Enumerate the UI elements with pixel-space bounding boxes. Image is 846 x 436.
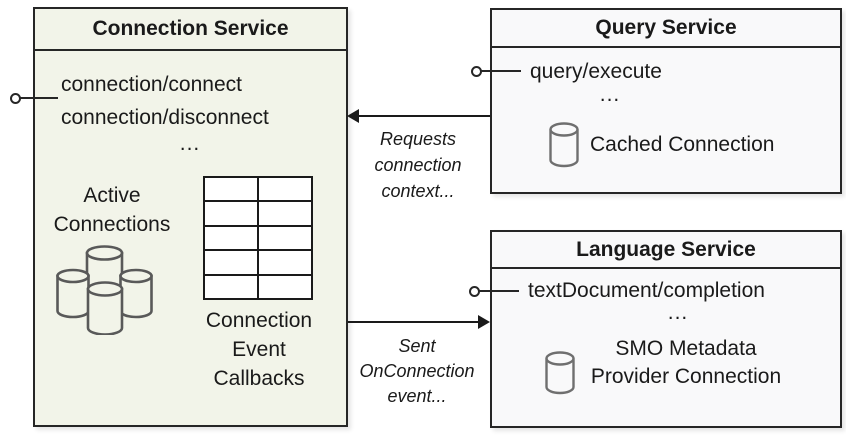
requests-arrow-line bbox=[357, 115, 490, 117]
cached-connection-label: Cached Connection bbox=[590, 133, 775, 156]
query-interface-line bbox=[481, 70, 521, 72]
connection-methods-ellipsis: ... bbox=[179, 132, 201, 155]
method-textdocument-completion: textDocument/completion bbox=[528, 279, 765, 302]
table-cell bbox=[259, 202, 311, 225]
sent-arrowhead-icon bbox=[478, 315, 490, 329]
table-cell bbox=[205, 275, 257, 298]
method-connection-disconnect: connection/disconnect bbox=[61, 106, 269, 129]
method-connection-connect: connection/connect bbox=[61, 73, 242, 96]
smo-metadata-label: SMO Metadata Provider Connection bbox=[590, 337, 782, 388]
requests-arrow-label: Requests connection context... bbox=[374, 129, 462, 201]
language-methods-ellipsis: ... bbox=[667, 301, 689, 324]
table-cell bbox=[205, 178, 257, 201]
active-connections-label: Active Connections bbox=[53, 184, 171, 236]
connection-methods: connection/connect connection/disconnect bbox=[61, 68, 269, 134]
smo-metadata-db-icon bbox=[545, 351, 575, 395]
query-methods-ellipsis: ... bbox=[599, 83, 621, 106]
table-cell bbox=[259, 226, 311, 250]
connection-service-box: Connection Service connection/connect co… bbox=[33, 7, 348, 427]
requests-arrowhead-icon bbox=[347, 109, 359, 123]
language-service-box: Language Service textDocument/completion… bbox=[490, 230, 842, 428]
table-cell bbox=[259, 178, 311, 201]
language-service-title: Language Service bbox=[492, 232, 840, 269]
table-cell bbox=[259, 275, 311, 298]
query-service-title: Query Service bbox=[492, 10, 840, 48]
cached-connection-db-icon bbox=[549, 122, 579, 168]
callback-table bbox=[203, 176, 313, 300]
sent-arrow-line bbox=[348, 321, 480, 323]
method-query-execute: query/execute bbox=[530, 60, 662, 83]
table-cell bbox=[205, 226, 257, 250]
sent-arrow-label: Sent OnConnection event... bbox=[359, 336, 475, 406]
language-interface-line bbox=[479, 290, 519, 292]
table-cell bbox=[259, 251, 311, 274]
query-service-box: Query Service query/execute ... Cached C… bbox=[490, 8, 842, 194]
connection-service-title: Connection Service bbox=[35, 9, 346, 51]
table-cell bbox=[205, 202, 257, 225]
database-cluster-icon bbox=[56, 245, 153, 335]
table-cell bbox=[205, 251, 257, 274]
callbacks-label: Connection Event Callbacks bbox=[205, 309, 313, 390]
connection-interface-line bbox=[20, 97, 58, 99]
